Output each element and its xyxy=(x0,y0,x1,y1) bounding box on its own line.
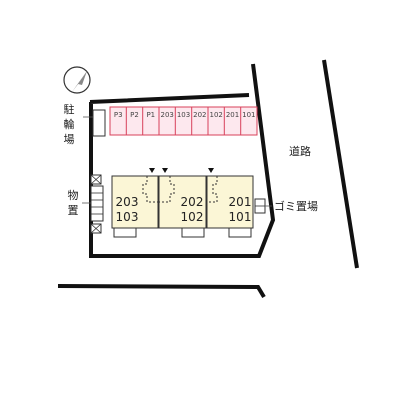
garbage-label: ゴミ置場 xyxy=(274,199,318,213)
storage-label-2: 置 xyxy=(68,204,79,217)
parking-space-label: P2 xyxy=(130,111,139,119)
road-label: 道路 xyxy=(289,144,311,158)
parking-space-label: 201 xyxy=(226,111,239,119)
road-edge-right xyxy=(322,59,359,269)
compass-north-arrow-icon xyxy=(63,66,91,94)
parking-space-label: 103 xyxy=(177,111,190,119)
entrance-marker-icon xyxy=(162,168,168,173)
parking-space-label: 203 xyxy=(161,111,174,119)
unit-number-upper: 201 xyxy=(229,195,252,209)
entrance-marker-icon xyxy=(149,168,155,173)
garbage-area xyxy=(254,198,266,214)
parking-space-label: 202 xyxy=(193,111,206,119)
apartment-building: 203 103 202 102 201 101 xyxy=(111,168,254,238)
bicycle-parking-label-2: 輪 xyxy=(64,117,75,131)
road-edge-bottom xyxy=(57,284,266,299)
unit-number-lower: 102 xyxy=(181,210,204,224)
parking-space-label: P1 xyxy=(146,111,155,119)
entrance-marker-icon xyxy=(208,168,214,173)
unit-number-lower: 101 xyxy=(229,210,252,224)
parking-row: P3 P2 P1 203 103 202 102 201 101 xyxy=(109,106,258,136)
unit-number-upper: 203 xyxy=(116,195,139,209)
parking-space-label: 102 xyxy=(210,111,223,119)
parking-space-label: P3 xyxy=(114,111,123,119)
parking-space-label: 101 xyxy=(242,111,255,119)
storage-area xyxy=(90,174,104,234)
unit-number-upper: 202 xyxy=(181,195,204,209)
bicycle-parking-label-1: 駐 xyxy=(64,102,75,116)
storage-label-1: 物 xyxy=(68,188,79,202)
bicycle-parking-area xyxy=(92,109,106,137)
unit-number-lower: 103 xyxy=(116,210,139,224)
bicycle-parking-label-3: 場 xyxy=(64,133,75,146)
